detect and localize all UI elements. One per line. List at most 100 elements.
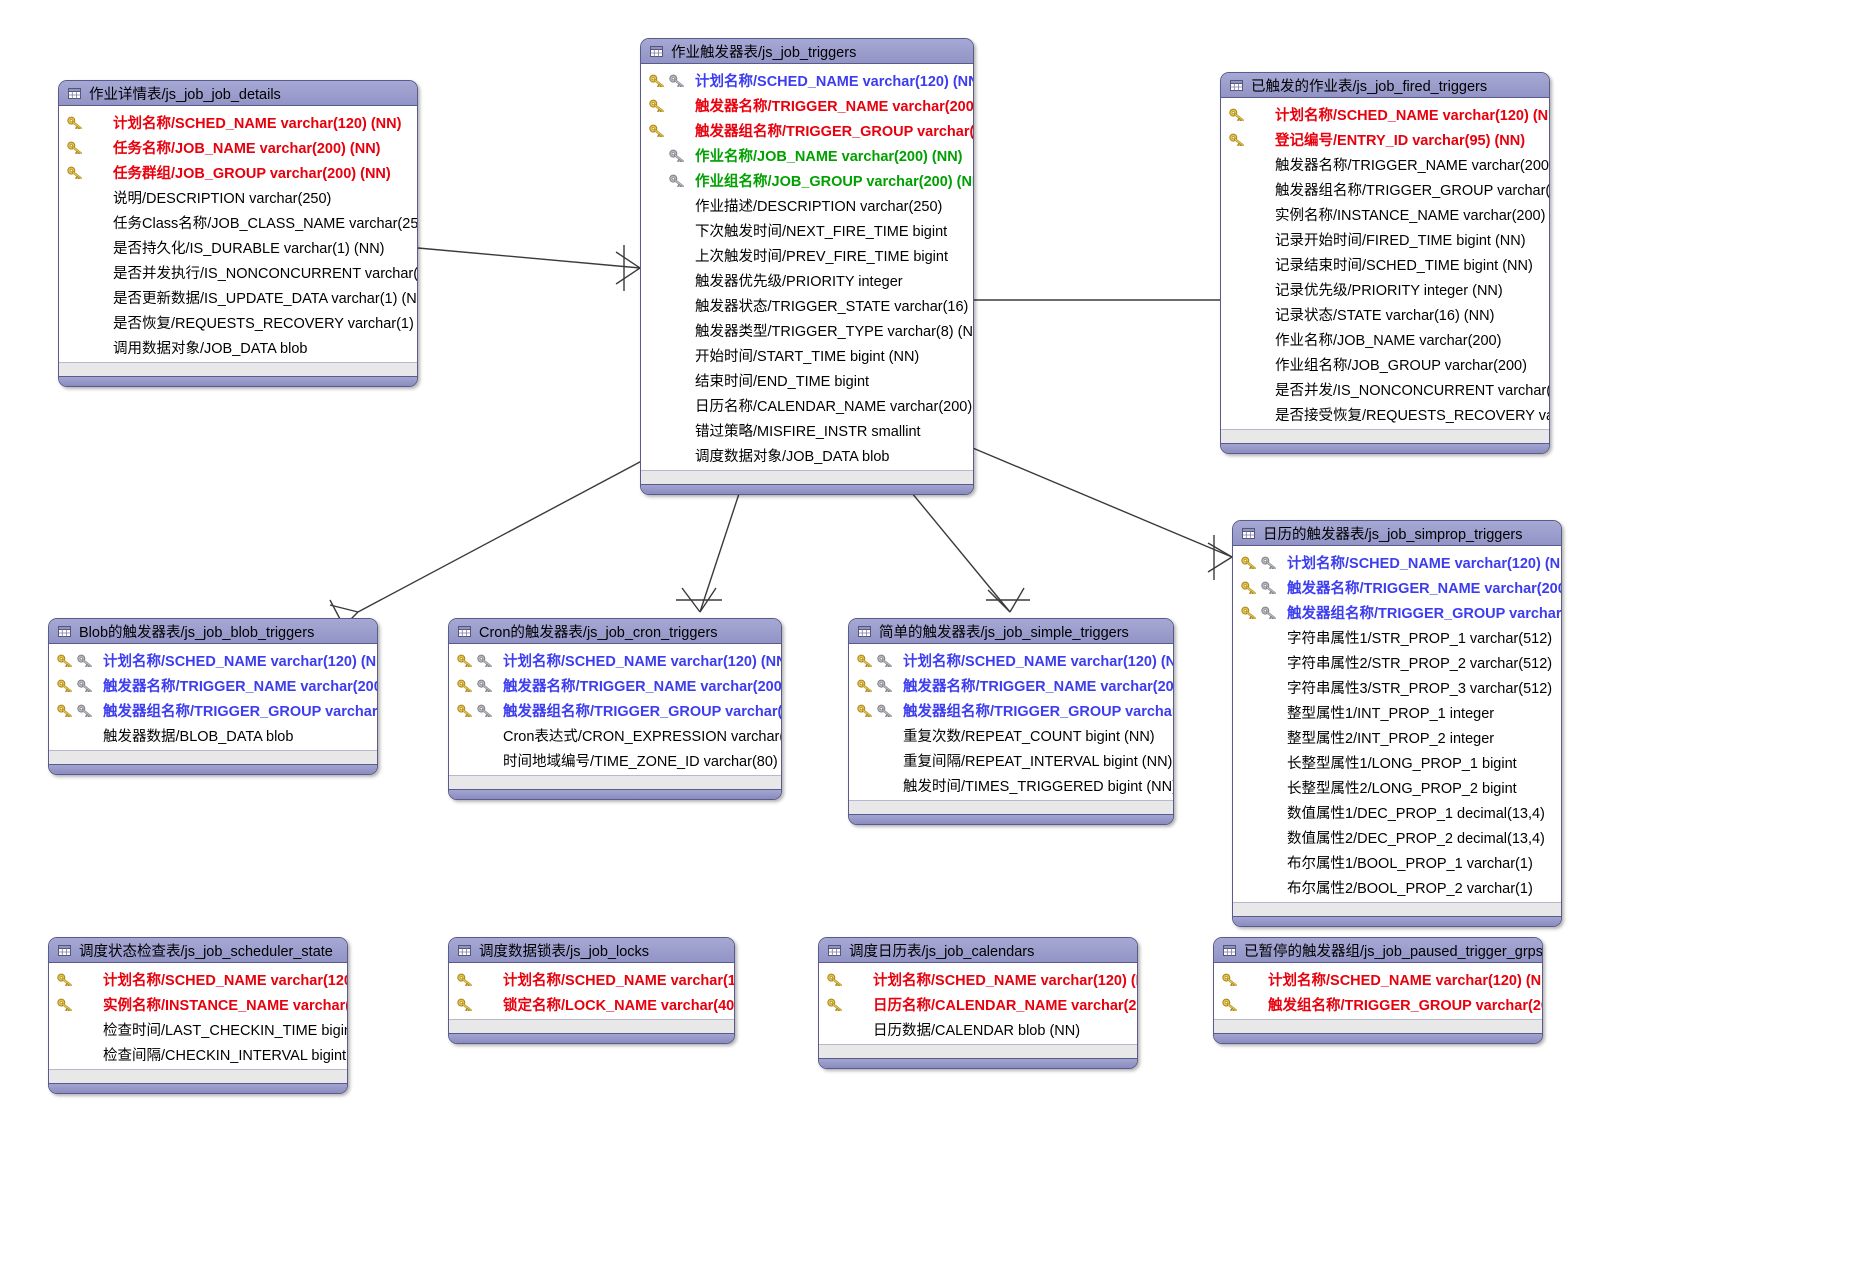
attribute-row[interactable]: 字符串属性3/STR_PROP_3 varchar(512)	[1233, 675, 1561, 700]
attribute-row[interactable]: 触发器组名称/TRIGGER_GROUP varchar(200) (NN)	[641, 118, 973, 143]
attribute-row[interactable]: 计划名称/SCHED_NAME varchar(120) (NN)	[641, 68, 973, 93]
entity-header-scheduler_state[interactable]: 调度状态检查表/js_job_scheduler_state	[49, 938, 347, 963]
entity-job_triggers[interactable]: 作业触发器表/js_job_triggers 计划名称/SCHED_NAME va…	[640, 38, 974, 495]
entity-header-blob_triggers[interactable]: Blob的触发器表/js_job_blob_triggers	[49, 619, 377, 644]
attribute-row[interactable]: 实例名称/INSTANCE_NAME varchar(200) (NN)	[1221, 202, 1549, 227]
attribute-row[interactable]: 调用数据对象/JOB_DATA blob	[59, 335, 417, 360]
attribute-row[interactable]: 触发时间/TIMES_TRIGGERED bigint (NN)	[849, 773, 1173, 798]
attribute-row[interactable]: 说明/DESCRIPTION varchar(250)	[59, 185, 417, 210]
attribute-row[interactable]: 作业组名称/JOB_GROUP varchar(200)	[1221, 352, 1549, 377]
attribute-row[interactable]: 触发器组名称/TRIGGER_GROUP varchar(200) (NN)	[1233, 600, 1561, 625]
attribute-row[interactable]: 计划名称/SCHED_NAME varchar(120) (NN)	[449, 967, 734, 992]
attribute-row[interactable]: 字符串属性2/STR_PROP_2 varchar(512)	[1233, 650, 1561, 675]
attribute-row[interactable]: 错过策略/MISFIRE_INSTR smallint	[641, 418, 973, 443]
entity-blob_triggers[interactable]: Blob的触发器表/js_job_blob_triggers 计划名称/SCHED…	[48, 618, 378, 775]
attribute-row[interactable]: 触发器名称/TRIGGER_NAME varchar(200) (NN)	[449, 673, 781, 698]
attribute-row[interactable]: 触发器组名称/TRIGGER_GROUP varchar(200) (NN)	[49, 698, 377, 723]
attribute-row[interactable]: 作业组名称/JOB_GROUP varchar(200) (NN)	[641, 168, 973, 193]
entity-header-simprop_triggers[interactable]: 日历的触发器表/js_job_simprop_triggers	[1233, 521, 1561, 546]
attribute-row[interactable]: 重复次数/REPEAT_COUNT bigint (NN)	[849, 723, 1173, 748]
entity-header-cron_triggers[interactable]: Cron的触发器表/js_job_cron_triggers	[449, 619, 781, 644]
attribute-row[interactable]: 计划名称/SCHED_NAME varchar(120) (NN)	[1221, 102, 1549, 127]
attribute-row[interactable]: 触发器名称/TRIGGER_NAME varchar(200) (NN)	[641, 93, 973, 118]
attribute-row[interactable]: 触发器优先级/PRIORITY integer	[641, 268, 973, 293]
entity-header-fired_triggers[interactable]: 已触发的作业表/js_job_fired_triggers	[1221, 73, 1549, 98]
attribute-row[interactable]: 记录状态/STATE varchar(16) (NN)	[1221, 302, 1549, 327]
attribute-row[interactable]: 锁定名称/LOCK_NAME varchar(40) (NN)	[449, 992, 734, 1017]
attribute-row[interactable]: 日历名称/CALENDAR_NAME varchar(200) (NN)	[819, 992, 1137, 1017]
attribute-row[interactable]: 数值属性2/DEC_PROP_2 decimal(13,4)	[1233, 825, 1561, 850]
attribute-row[interactable]: 布尔属性1/BOOL_PROP_1 varchar(1)	[1233, 850, 1561, 875]
attribute-row[interactable]: 计划名称/SCHED_NAME varchar(120) (NN)	[1214, 967, 1542, 992]
attribute-row[interactable]: 触发器数据/BLOB_DATA blob	[49, 723, 377, 748]
attribute-row[interactable]: 检查间隔/CHECKIN_INTERVAL bigint (NN)	[49, 1042, 347, 1067]
attribute-row[interactable]: 触发器名称/TRIGGER_NAME varchar(200) (NN)	[1221, 152, 1549, 177]
attribute-row[interactable]: 计划名称/SCHED_NAME varchar(120) (NN)	[49, 648, 377, 673]
attribute-row[interactable]: Cron表达式/CRON_EXPRESSION varchar(120) (NN…	[449, 723, 781, 748]
attribute-row[interactable]: 日历名称/CALENDAR_NAME varchar(200)	[641, 393, 973, 418]
entity-calendars[interactable]: 调度日历表/js_job_calendars 计划名称/SCHED_NAME va…	[818, 937, 1138, 1069]
attribute-row[interactable]: 长整型属性2/LONG_PROP_2 bigint	[1233, 775, 1561, 800]
entity-header-job_triggers[interactable]: 作业触发器表/js_job_triggers	[641, 39, 973, 64]
attribute-row[interactable]: 上次触发时间/PREV_FIRE_TIME bigint	[641, 243, 973, 268]
attribute-row[interactable]: 整型属性1/INT_PROP_1 integer	[1233, 700, 1561, 725]
entity-fired_triggers[interactable]: 已触发的作业表/js_job_fired_triggers 计划名称/SCHED_…	[1220, 72, 1550, 454]
entity-header-locks[interactable]: 调度数据锁表/js_job_locks	[449, 938, 734, 963]
entity-locks[interactable]: 调度数据锁表/js_job_locks 计划名称/SCHED_NAME varch…	[448, 937, 735, 1044]
attribute-row[interactable]: 是否接受恢复/REQUESTS_RECOVERY varchar(1)	[1221, 402, 1549, 427]
attribute-row[interactable]: 开始时间/START_TIME bigint (NN)	[641, 343, 973, 368]
attribute-row[interactable]: 数值属性1/DEC_PROP_1 decimal(13,4)	[1233, 800, 1561, 825]
attribute-row[interactable]: 任务Class名称/JOB_CLASS_NAME varchar(250) (N…	[59, 210, 417, 235]
entity-header-paused_trigger_grps[interactable]: 已暂停的触发器组/js_job_paused_trigger_grps	[1214, 938, 1542, 963]
attribute-row[interactable]: 实例名称/INSTANCE_NAME varchar(200) (NN)	[49, 992, 347, 1017]
attribute-row[interactable]: 是否并发/IS_NONCONCURRENT varchar(1)	[1221, 377, 1549, 402]
entity-header-job_details[interactable]: 作业详情表/js_job_job_details	[59, 81, 417, 106]
attribute-row[interactable]: 任务群组/JOB_GROUP varchar(200) (NN)	[59, 160, 417, 185]
attribute-row[interactable]: 调度数据对象/JOB_DATA blob	[641, 443, 973, 468]
attribute-row[interactable]: 是否并发执行/IS_NONCONCURRENT varchar(1) (NN)	[59, 260, 417, 285]
attribute-row[interactable]: 计划名称/SCHED_NAME varchar(120) (NN)	[819, 967, 1137, 992]
attribute-row[interactable]: 日历数据/CALENDAR blob (NN)	[819, 1017, 1137, 1042]
attribute-row[interactable]: 计划名称/SCHED_NAME varchar(120) (NN)	[1233, 550, 1561, 575]
attribute-row[interactable]: 下次触发时间/NEXT_FIRE_TIME bigint	[641, 218, 973, 243]
attribute-row[interactable]: 整型属性2/INT_PROP_2 integer	[1233, 725, 1561, 750]
attribute-row[interactable]: 结束时间/END_TIME bigint	[641, 368, 973, 393]
attribute-row[interactable]: 触发组名称/TRIGGER_GROUP varchar(200) (NN)	[1214, 992, 1542, 1017]
attribute-row[interactable]: 记录结束时间/SCHED_TIME bigint (NN)	[1221, 252, 1549, 277]
attribute-row[interactable]: 是否持久化/IS_DURABLE varchar(1) (NN)	[59, 235, 417, 260]
entity-simprop_triggers[interactable]: 日历的触发器表/js_job_simprop_triggers 计划名称/SCHE…	[1232, 520, 1562, 927]
attribute-row[interactable]: 作业描述/DESCRIPTION varchar(250)	[641, 193, 973, 218]
attribute-row[interactable]: 是否恢复/REQUESTS_RECOVERY varchar(1) (NN)	[59, 310, 417, 335]
attribute-row[interactable]: 是否更新数据/IS_UPDATE_DATA varchar(1) (NN)	[59, 285, 417, 310]
attribute-row[interactable]: 触发器状态/TRIGGER_STATE varchar(16) (NN)	[641, 293, 973, 318]
attribute-row[interactable]: 计划名称/SCHED_NAME varchar(120) (NN)	[449, 648, 781, 673]
attribute-row[interactable]: 时间地域编号/TIME_ZONE_ID varchar(80)	[449, 748, 781, 773]
attribute-row[interactable]: 作业名称/JOB_NAME varchar(200) (NN)	[641, 143, 973, 168]
attribute-row[interactable]: 计划名称/SCHED_NAME varchar(120) (NN)	[849, 648, 1173, 673]
entity-paused_trigger_grps[interactable]: 已暂停的触发器组/js_job_paused_trigger_grps 计划名称/…	[1213, 937, 1543, 1044]
entity-header-simple_triggers[interactable]: 简单的触发器表/js_job_simple_triggers	[849, 619, 1173, 644]
attribute-row[interactable]: 触发器组名称/TRIGGER_GROUP varchar(200) (NN)	[1221, 177, 1549, 202]
attribute-row[interactable]: 触发器名称/TRIGGER_NAME varchar(200) (NN)	[49, 673, 377, 698]
attribute-row[interactable]: 长整型属性1/LONG_PROP_1 bigint	[1233, 750, 1561, 775]
attribute-row[interactable]: 触发器类型/TRIGGER_TYPE varchar(8) (NN)	[641, 318, 973, 343]
attribute-row[interactable]: 字符串属性1/STR_PROP_1 varchar(512)	[1233, 625, 1561, 650]
attribute-row[interactable]: 触发器名称/TRIGGER_NAME varchar(200) (NN)	[849, 673, 1173, 698]
attribute-row[interactable]: 重复间隔/REPEAT_INTERVAL bigint (NN)	[849, 748, 1173, 773]
attribute-row[interactable]: 记录开始时间/FIRED_TIME bigint (NN)	[1221, 227, 1549, 252]
entity-cron_triggers[interactable]: Cron的触发器表/js_job_cron_triggers 计划名称/SCHED…	[448, 618, 782, 800]
attribute-row[interactable]: 任务名称/JOB_NAME varchar(200) (NN)	[59, 135, 417, 160]
entity-scheduler_state[interactable]: 调度状态检查表/js_job_scheduler_state 计划名称/SCHED…	[48, 937, 348, 1094]
attribute-row[interactable]: 计划名称/SCHED_NAME varchar(120) (NN)	[59, 110, 417, 135]
attribute-row[interactable]: 作业名称/JOB_NAME varchar(200)	[1221, 327, 1549, 352]
attribute-row[interactable]: 计划名称/SCHED_NAME varchar(120) (NN)	[49, 967, 347, 992]
entity-simple_triggers[interactable]: 简单的触发器表/js_job_simple_triggers 计划名称/SCHED…	[848, 618, 1174, 825]
attribute-row[interactable]: 检查时间/LAST_CHECKIN_TIME bigint (NN)	[49, 1017, 347, 1042]
entity-job_details[interactable]: 作业详情表/js_job_job_details 计划名称/SCHED_NAME …	[58, 80, 418, 387]
attribute-row[interactable]: 记录优先级/PRIORITY integer (NN)	[1221, 277, 1549, 302]
attribute-row[interactable]: 登记编号/ENTRY_ID varchar(95) (NN)	[1221, 127, 1549, 152]
attribute-row[interactable]: 布尔属性2/BOOL_PROP_2 varchar(1)	[1233, 875, 1561, 900]
attribute-row[interactable]: 触发器名称/TRIGGER_NAME varchar(200) (NN)	[1233, 575, 1561, 600]
entity-header-calendars[interactable]: 调度日历表/js_job_calendars	[819, 938, 1137, 963]
attribute-row[interactable]: 触发器组名称/TRIGGER_GROUP varchar(200) (NN)	[849, 698, 1173, 723]
